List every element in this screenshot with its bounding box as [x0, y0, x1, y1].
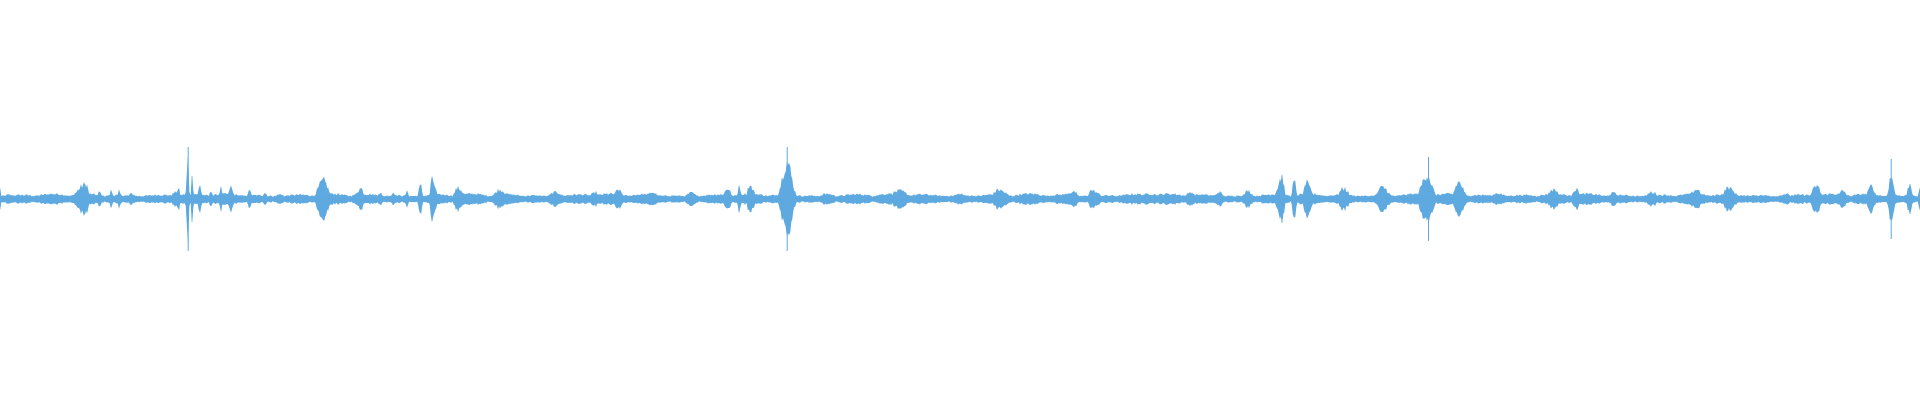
audio-waveform-panel[interactable]: [0, 0, 1920, 400]
audio-waveform[interactable]: [0, 0, 1920, 400]
